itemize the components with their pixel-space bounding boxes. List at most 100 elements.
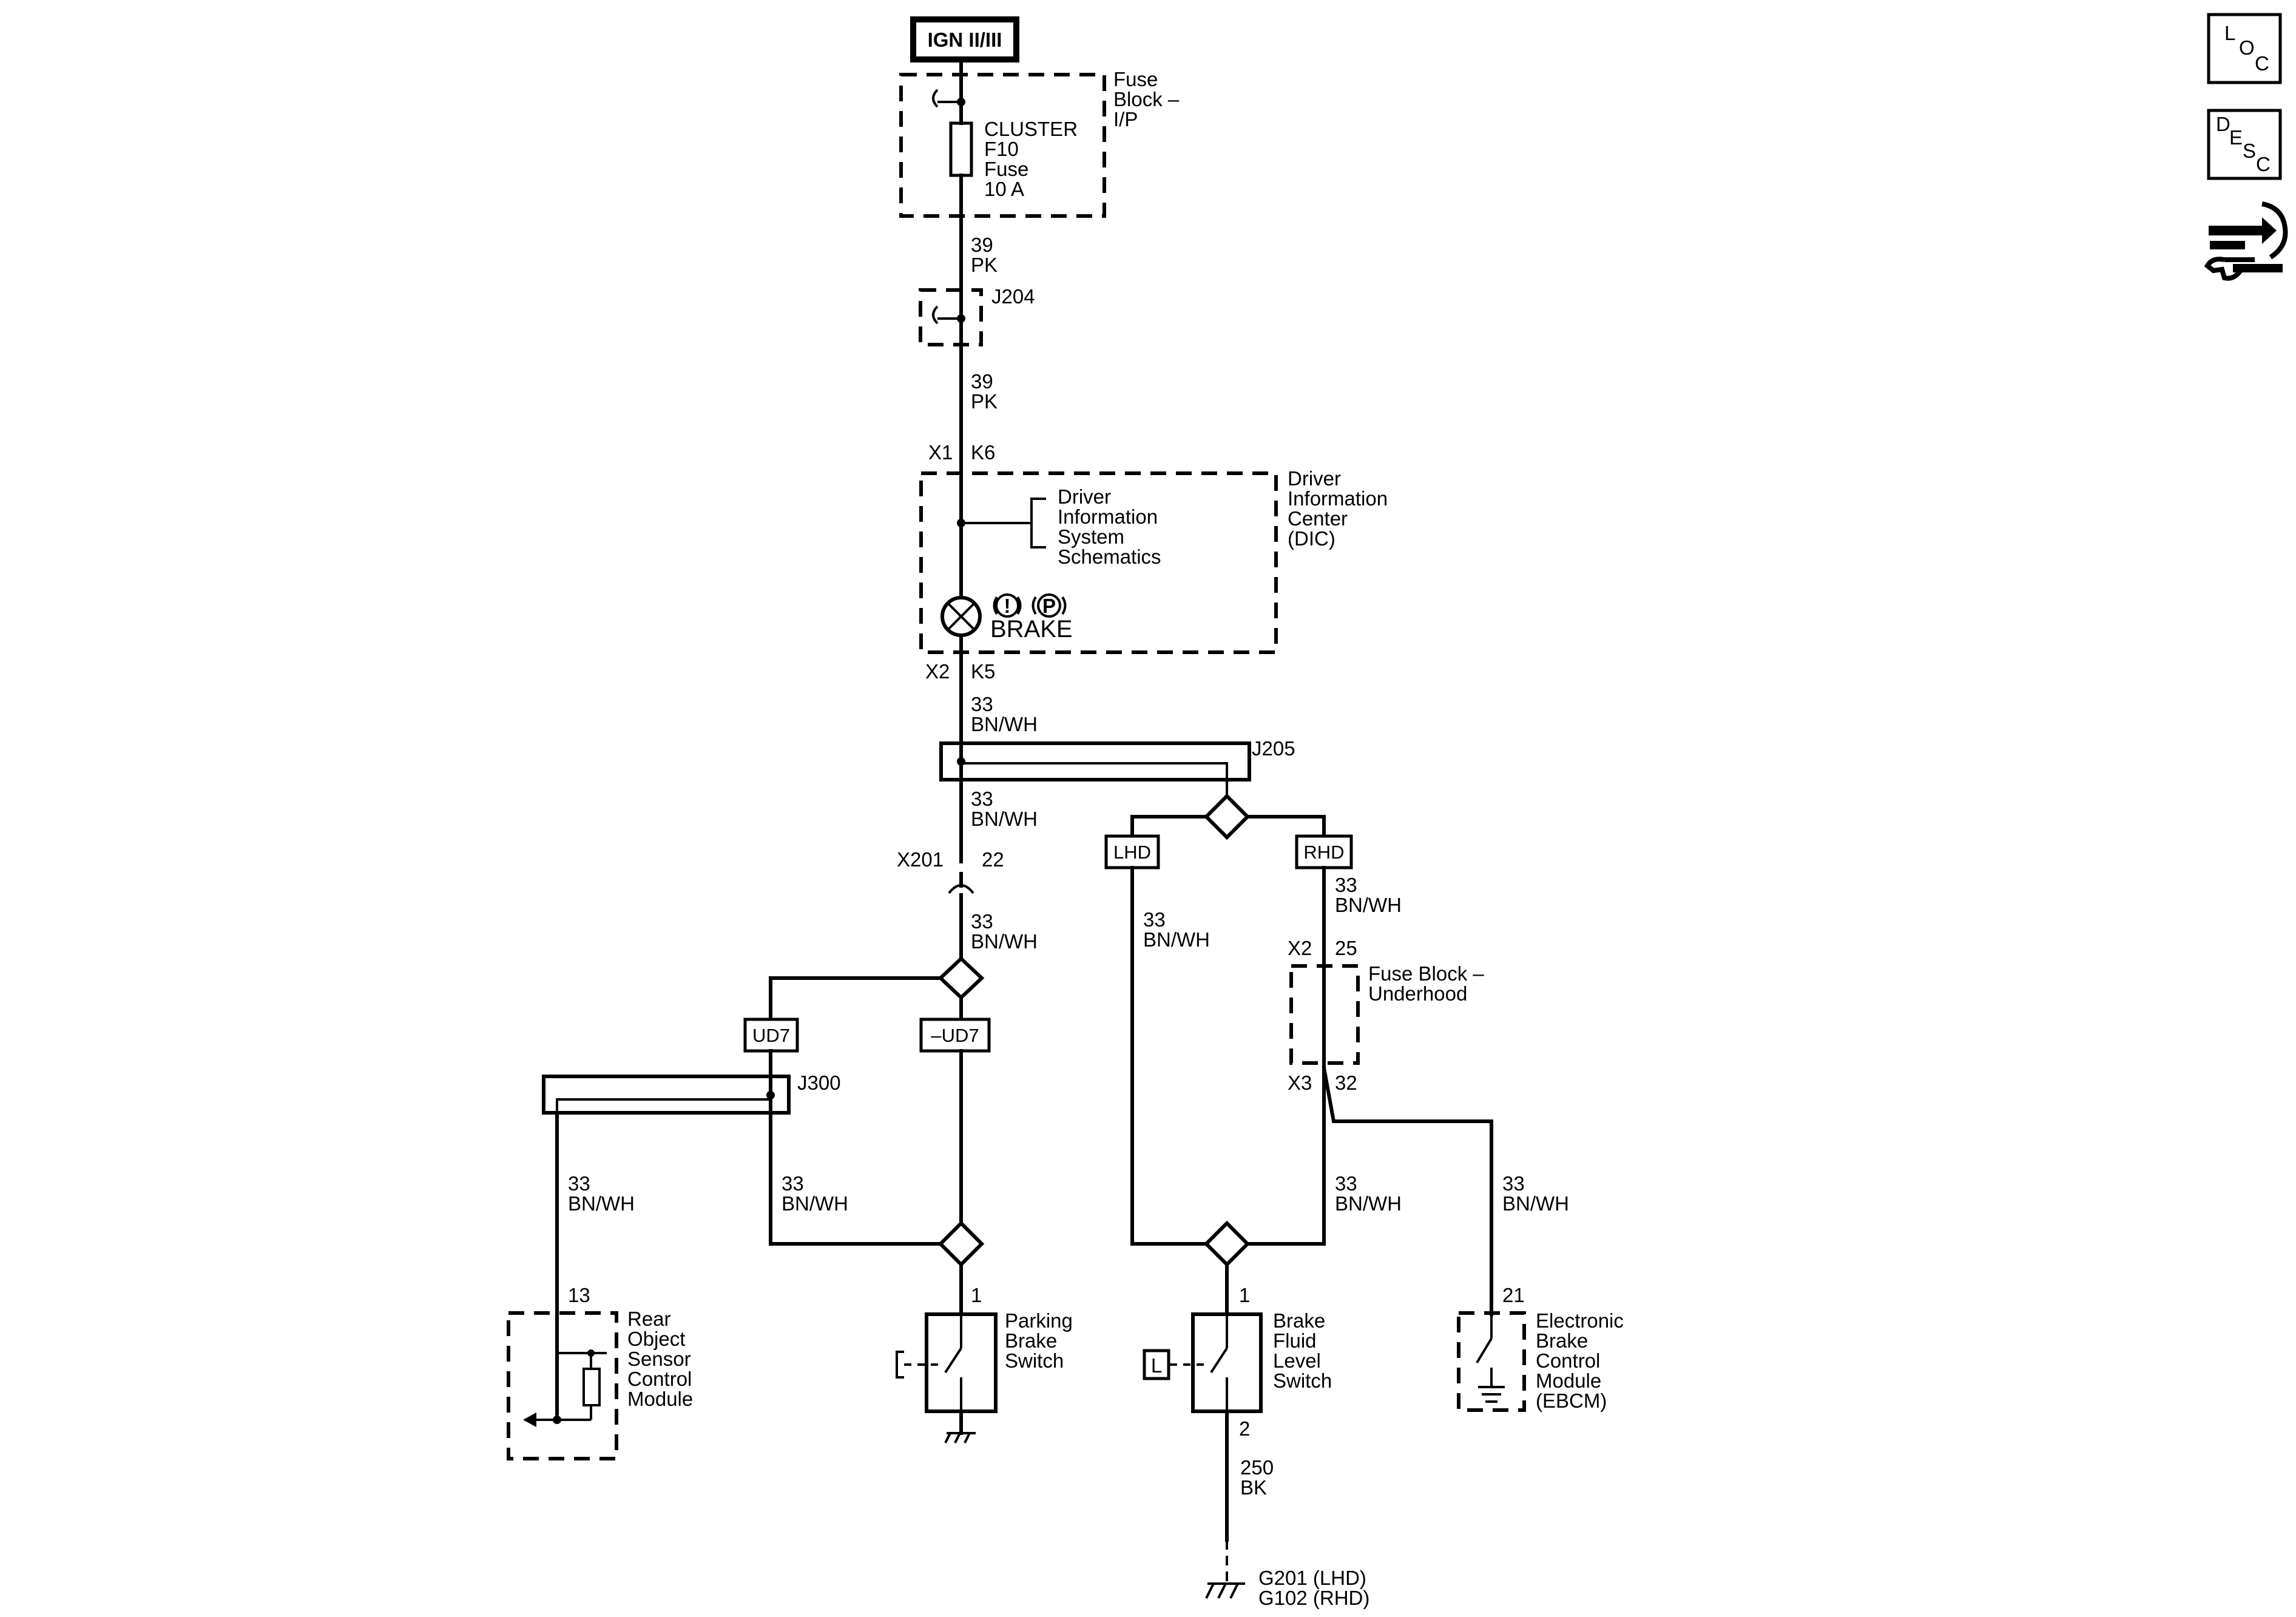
wire-33-rhd-low-color: BN/WH — [1335, 1192, 1402, 1215]
underhood-label-1: Fuse Block – — [1368, 962, 1484, 985]
ebcm-label-4: Module — [1536, 1369, 1601, 1392]
wire-33-ebcm-color: BN/WH — [1502, 1192, 1569, 1215]
dic-pin-in-terminal: K6 — [971, 441, 995, 464]
dic-label-2: Information — [1288, 487, 1388, 510]
wire-33-j205-color: BN/WH — [971, 808, 1038, 830]
option-tag-rhd-label: RHD — [1303, 842, 1344, 863]
brake-fluid-level-switch: L — [1143, 1312, 1263, 1413]
fuse-block-label-2: Block – — [1113, 88, 1180, 110]
option-tag-ud7: UD7 — [743, 1018, 799, 1053]
wire-33-rear-circuit: 33 — [568, 1172, 590, 1195]
splice-j204-label: J204 — [991, 285, 1035, 308]
wire-250-color: BK — [1240, 1476, 1267, 1499]
brake-fluid-label-1: Brake — [1273, 1309, 1325, 1332]
wire-33-rhd-circuit: 33 — [1335, 874, 1357, 896]
brake-warning-symbols-icon: ! P — [993, 593, 1067, 618]
wire-33-dic-color: BN/WH — [971, 713, 1038, 735]
dic-pin-out-connector: X2 — [925, 660, 950, 683]
desc-letter-e: E — [2229, 126, 2243, 149]
dic-ref-line-3: System — [1058, 525, 1124, 548]
fuse-name-line: F10 — [984, 138, 1019, 160]
dic-label-4: (DIC) — [1288, 527, 1335, 550]
splice-j205: J205 — [939, 737, 1295, 800]
rear-object-pin: 13 — [568, 1284, 590, 1306]
fuse-block-ip: CLUSTER F10 Fuse 10 A — [899, 73, 1106, 218]
parking-brake-switch — [896, 1312, 998, 1443]
option-tag-lhd: LHD — [1104, 834, 1160, 869]
option-diamond-lhd-rhd — [1203, 793, 1251, 840]
driver-information-center: Driver Information System Schematics ! P… — [919, 471, 1278, 654]
dic-pin-out-terminal: K5 — [971, 660, 995, 683]
dic-pin-in-connector: X1 — [928, 441, 953, 464]
brake-fluid-pin-out: 2 — [1239, 1417, 1250, 1440]
brake-fluid-pin: 1 — [1239, 1284, 1250, 1306]
rear-object-label-2: Object — [627, 1328, 685, 1350]
wire-33-ebcm-circuit: 33 — [1502, 1172, 1525, 1195]
desc-letter-c: C — [2256, 153, 2271, 175]
rear-object-sensor-module — [507, 1311, 618, 1460]
rear-object-arrow-icon — [523, 1413, 536, 1427]
parking-brake-label-2: Brake — [1005, 1329, 1057, 1352]
brake-fluid-label-2: Fluid — [1273, 1329, 1317, 1352]
brake-fluid-loc-tag-label: L — [1151, 1354, 1162, 1377]
ebcm-module — [1457, 1311, 1526, 1412]
desc-letter-s: S — [2243, 140, 2256, 162]
parking-brake-label-3: Switch — [1005, 1349, 1064, 1372]
desc-letter-d: D — [2216, 113, 2230, 135]
ebcm-ground-icon — [1478, 1386, 1505, 1403]
wire-33-x201-color: BN/WH — [971, 930, 1038, 953]
fuse-f10 — [949, 121, 973, 177]
ign-source-box: IGN II/III — [910, 16, 1019, 62]
dic-ref-line-4: Schematics — [1058, 545, 1161, 568]
ground-symbol-icon — [1205, 1582, 1245, 1599]
dic-label-3: Center — [1288, 507, 1348, 530]
loc-button[interactable]: L O C — [2207, 13, 2282, 84]
wire-33-x201-circuit: 33 — [971, 910, 993, 933]
splice-j300: J300 — [542, 1072, 841, 1116]
option-diamond-ud7 — [937, 956, 985, 1001]
rear-object-label-1: Rear — [627, 1308, 671, 1330]
wire-39-a-color: PK — [971, 254, 998, 276]
wire-39-b-circuit: 39 — [971, 370, 993, 393]
wire-33-dic-circuit: 33 — [971, 693, 993, 715]
loc-letter-l: L — [2224, 22, 2235, 44]
desc-button[interactable]: D E S C — [2207, 109, 2282, 180]
brake-lamp-label: BRAKE — [990, 616, 1073, 643]
wire-33-rear-color: BN/WH — [568, 1192, 635, 1215]
rear-object-resistor-icon — [582, 1368, 601, 1406]
rear-object-label-5: Module — [627, 1388, 693, 1410]
parking-brake-label-1: Parking — [1005, 1309, 1073, 1332]
wire-33-lhd-circuit: 33 — [1143, 908, 1166, 931]
wire-39-a-circuit: 39 — [971, 234, 993, 256]
wire-250-circuit: 250 — [1240, 1456, 1274, 1479]
splice-j300-label: J300 — [797, 1072, 841, 1094]
underhood-pin-in-connector: X2 — [1288, 937, 1312, 959]
ebcm-label-5: (EBCM) — [1536, 1389, 1607, 1412]
underhood-pin-in-terminal: 25 — [1335, 937, 1357, 959]
ebcm-label-2: Brake — [1536, 1329, 1588, 1352]
dic-ref-line-2: Information — [1058, 505, 1158, 528]
wire-33-ud7-color: BN/WH — [782, 1192, 848, 1215]
wire-39-b-color: PK — [971, 390, 998, 413]
connector-wrench-icon[interactable] — [2204, 201, 2288, 281]
option-tag-not-ud7-label: –UD7 — [931, 1025, 979, 1046]
parking-brake-pin: 1 — [971, 1284, 982, 1306]
option-tag-rhd: RHD — [1295, 834, 1353, 869]
underhood-label-2: Underhood — [1368, 982, 1467, 1005]
fuse-type-line: Fuse — [984, 158, 1028, 180]
fuse-block-underhood — [1289, 964, 1360, 1065]
junction-diamond-brake-fluid — [1203, 1220, 1251, 1268]
fuse-block-label-1: Fuse — [1113, 68, 1158, 90]
wire-33-lhd-color: BN/WH — [1143, 928, 1210, 951]
ebcm-label-1: Electronic — [1536, 1309, 1624, 1332]
wire-33-ud7-circuit: 33 — [782, 1172, 804, 1195]
brake-icon-p: P — [1042, 595, 1056, 617]
wire-33-j205-circuit: 33 — [971, 788, 993, 810]
x201-pin: 22 — [982, 848, 1004, 871]
option-tag-lhd-label: LHD — [1113, 842, 1151, 863]
rear-object-label-4: Control — [627, 1368, 692, 1390]
option-tag-ud7-label: UD7 — [752, 1025, 790, 1046]
junction-diamond-parking — [937, 1220, 985, 1268]
ebcm-pin: 21 — [1502, 1284, 1525, 1306]
